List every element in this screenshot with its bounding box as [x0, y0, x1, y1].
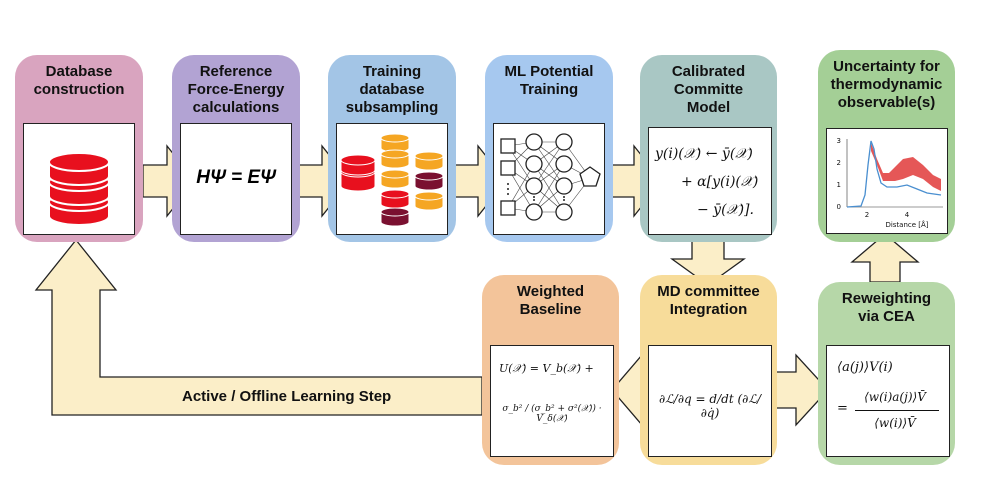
box-weighted-baseline: Weighted Baseline U(𝒳) = V_b(𝒳) + σ_b² /… — [482, 275, 619, 465]
box-title: Database construction — [33, 63, 125, 98]
schrodinger-equation: HΨ = EΨ — [196, 167, 276, 188]
box-database-construction: Database construction — [15, 55, 143, 242]
box-md-committee: MD committee Integration ∂ℒ/∂q = d/dt (∂… — [640, 275, 777, 465]
box-title: MD committee Integration — [657, 283, 760, 318]
box-training-subsampling: Training database subsampling — [328, 55, 456, 242]
database-stack-icons — [340, 133, 444, 227]
neural-network-panel — [493, 123, 605, 235]
reweighting-eq-line1: ⟨a(j)⟩V(i) — [837, 360, 893, 375]
rdf-uncertainty-band — [871, 143, 941, 191]
reweighting-equation-panel: ⟨a(j)⟩V(i) ⟨w(i)a(j)⟩V̄ ⟨w(i)⟩V̄ = — [826, 345, 950, 457]
box-calibrated-committee: Calibrated Committe Model y(i)(𝒳) ← ȳ(𝒳)… — [640, 55, 777, 242]
database-panel — [23, 123, 135, 235]
box-ml-potential-training: ML Potential Training — [485, 55, 613, 242]
committee-eq-line3: − ȳ(𝒳)]. — [697, 202, 754, 218]
x-axis-label: Distance [Å] — [885, 220, 928, 229]
box-reference-calculations: Reference Force-Energy calculations HΨ =… — [172, 55, 300, 242]
reweighting-eq-numerator: ⟨w(i)a(j)⟩V̄ — [864, 390, 926, 404]
x-tick-2: 2 — [865, 211, 869, 219]
box-title: Reference Force-Energy calculations — [187, 63, 285, 116]
schrodinger-panel: HΨ = EΨ — [180, 123, 292, 235]
y-tick-0: 0 — [837, 203, 841, 211]
loop-arrow — [34, 238, 483, 416]
rdf-chart-panel: 0 1 2 3 2 4 Distance [Å] — [826, 128, 948, 234]
committee-equation-panel: y(i)(𝒳) ← ȳ(𝒳) + α[y(i)(𝒳) − ȳ(𝒳)]. — [648, 127, 772, 235]
md-equation-panel: ∂ℒ/∂q = d/dt (∂ℒ/∂q̇) — [648, 345, 772, 457]
weighted-eq-line1: U(𝒳) = V_b(𝒳) + — [499, 362, 594, 375]
subsampling-panel — [336, 123, 448, 235]
committee-eq-line1: y(i)(𝒳) ← ȳ(𝒳) — [655, 146, 753, 162]
committee-eq-line2: + α[y(i)(𝒳) — [681, 174, 759, 190]
fraction-bar — [855, 410, 939, 411]
box-title: Reweighting via CEA — [841, 290, 932, 325]
box-title: Training database subsampling — [345, 63, 439, 116]
reweighting-eq-denominator: ⟨w(i)⟩V̄ — [874, 416, 916, 430]
weighted-equation-panel: U(𝒳) = V_b(𝒳) + σ_b² / (σ_b² + σ²(𝒳)) · … — [490, 345, 614, 457]
box-title: Weighted Baseline — [516, 283, 585, 318]
loop-label: Active / Offline Learning Step — [182, 388, 392, 405]
neural-network-icon — [500, 133, 601, 221]
box-title: ML Potential Training — [504, 63, 594, 98]
equals-sign: = — [837, 401, 848, 416]
box-reweighting: Reweighting via CEA ⟨a(j)⟩V(i) ⟨w(i)a(j)… — [818, 282, 955, 465]
rdf-reference-line — [846, 140, 942, 208]
y-tick-2: 2 — [837, 159, 841, 167]
y-tick-1: 1 — [837, 181, 841, 189]
box-uncertainty: Uncertainty for thermodynamic observable… — [818, 50, 955, 242]
box-title: Uncertainty for thermodynamic observable… — [830, 58, 943, 111]
database-icon — [48, 152, 110, 226]
box-title: Calibrated Committe Model — [671, 63, 746, 116]
x-tick-4: 4 — [905, 211, 910, 219]
weighted-eq-line2: σ_b² / (σ_b² + σ²(𝒳)) · V_δ(𝒳) — [502, 404, 602, 424]
md-equation: ∂ℒ/∂q = d/dt (∂ℒ/∂q̇) — [658, 392, 762, 420]
y-tick-3: 3 — [837, 137, 841, 145]
arrow-reweighting-to-uncertainty — [850, 233, 920, 283]
rdf-chart: 0 1 2 3 2 4 Distance [Å] — [837, 137, 943, 229]
